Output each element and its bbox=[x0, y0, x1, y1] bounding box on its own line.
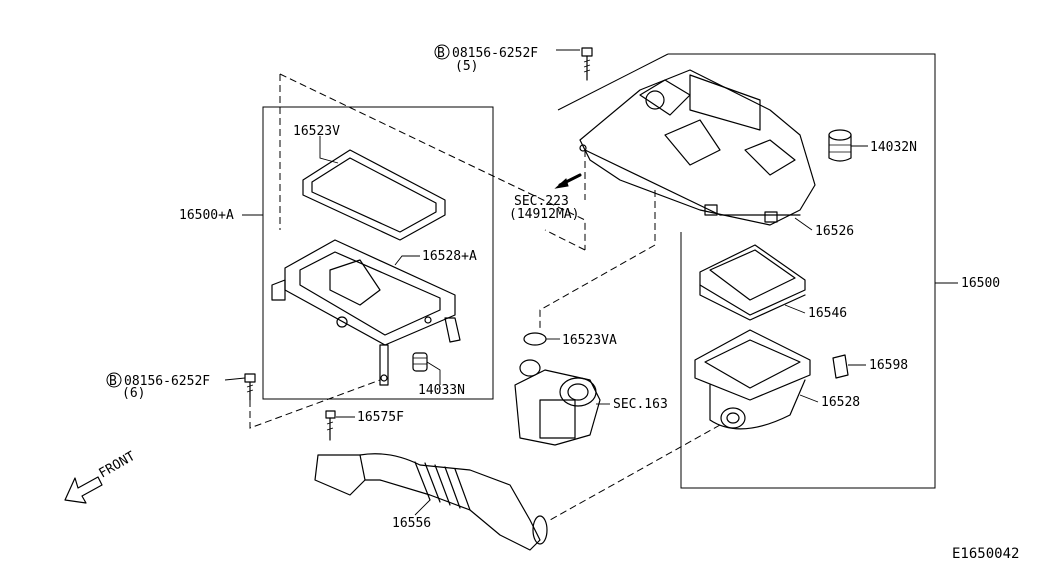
label-bolt-left: 08156-6252F bbox=[124, 374, 210, 389]
group-box-16500 bbox=[668, 53, 936, 489]
label-16500A: 16500+A bbox=[179, 208, 234, 223]
leader-16546 bbox=[784, 304, 806, 314]
label-sec223: SEC.223 bbox=[514, 194, 569, 209]
leader-16528 bbox=[799, 394, 819, 403]
label-16556: 16556 bbox=[392, 516, 431, 531]
grommet-14033N bbox=[412, 352, 428, 372]
label-16528: 16528 bbox=[821, 395, 860, 410]
label-sec223-sub: (14912MA) bbox=[509, 207, 579, 222]
dash-line-4 bbox=[249, 379, 381, 429]
bolt-16575F bbox=[325, 410, 336, 441]
label-16528A: 16528+A bbox=[422, 249, 477, 264]
dash-line-2 bbox=[279, 73, 586, 250]
grommet-14032N bbox=[828, 129, 852, 162]
label-16500: 16500 bbox=[961, 276, 1000, 291]
duct-16556 bbox=[314, 453, 548, 551]
bolt-symbol-top: B bbox=[434, 44, 450, 61]
front-arrow: FRONT bbox=[64, 449, 139, 504]
dash-line-6 bbox=[539, 190, 656, 330]
group-box-16500-edge bbox=[557, 53, 669, 111]
case-16528 bbox=[694, 329, 811, 430]
bolt-left bbox=[244, 373, 256, 401]
label-16598: 16598 bbox=[869, 358, 908, 373]
front-label: FRONT bbox=[97, 449, 139, 482]
group-box-16500A bbox=[262, 106, 494, 400]
label-16546: 16546 bbox=[808, 306, 847, 321]
label-16523V: 16523V bbox=[293, 124, 340, 139]
label-bolt-left-qty: (6) bbox=[122, 386, 145, 401]
label-14032N: 14032N bbox=[870, 140, 917, 155]
cover-16526 bbox=[579, 69, 816, 226]
leader-bolt-left bbox=[224, 377, 246, 381]
leader-14033N bbox=[426, 361, 441, 385]
filter-16546 bbox=[699, 244, 806, 321]
oring-16523VA bbox=[523, 332, 547, 346]
clip-16598 bbox=[832, 354, 849, 379]
gasket-16523V bbox=[302, 149, 446, 241]
dash-line-3 bbox=[544, 229, 586, 251]
throttle-body-sec163 bbox=[514, 359, 601, 446]
arrow-sec223 bbox=[554, 173, 582, 189]
bolt-symbol-left-text: B bbox=[109, 374, 117, 389]
leader-16523V bbox=[319, 136, 339, 164]
label-16523VA: 16523VA bbox=[562, 333, 617, 348]
leader-16556 bbox=[414, 499, 431, 516]
label-bolt-top-qty: (5) bbox=[455, 59, 478, 74]
bolt-symbol-top-text: B bbox=[437, 46, 445, 61]
case-16528A bbox=[271, 239, 461, 386]
label-sec163: SEC.163 bbox=[613, 397, 668, 412]
label-14033N: 14033N bbox=[418, 383, 465, 398]
diagram-id: E1650042 bbox=[952, 546, 1019, 562]
bolt-symbol-left: B bbox=[106, 372, 122, 389]
label-16575F: 16575F bbox=[357, 410, 404, 425]
leader-16528A bbox=[394, 255, 420, 266]
bolt-top bbox=[581, 47, 593, 81]
label-bolt-top: 08156-6252F bbox=[452, 46, 538, 61]
leader-16526 bbox=[794, 217, 813, 231]
label-16526: 16526 bbox=[815, 224, 854, 239]
